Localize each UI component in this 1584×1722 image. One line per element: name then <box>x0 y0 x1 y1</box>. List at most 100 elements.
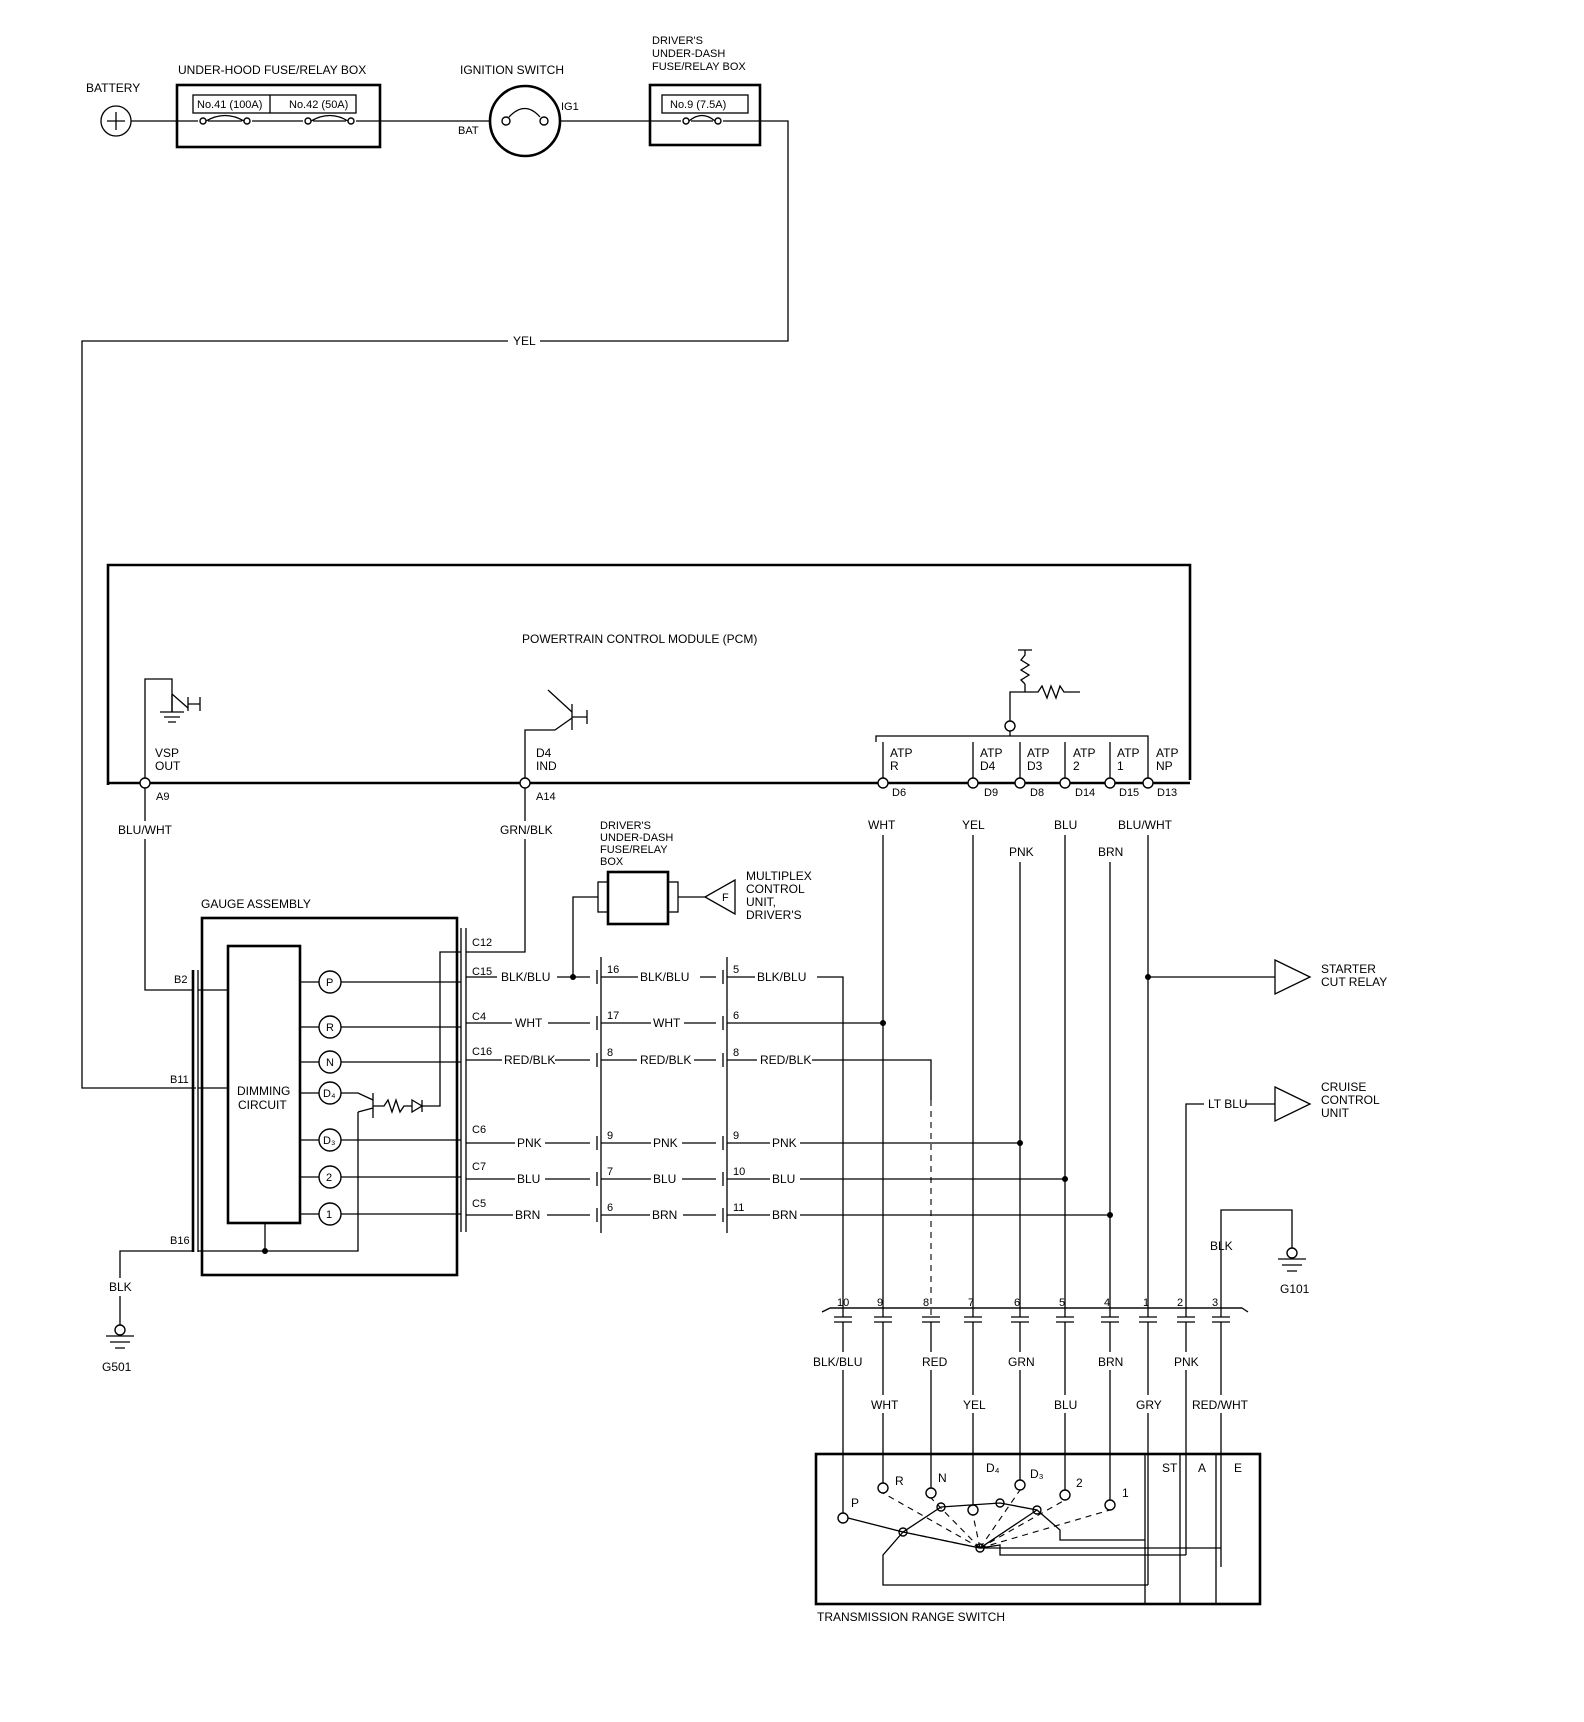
pin-d8-label: D8 <box>1030 787 1044 799</box>
gauge-assembly-label: GAUGE ASSEMBLY <box>201 897 311 911</box>
bus-row-0-left: BLK/BLU <box>501 970 550 984</box>
atp-1-label-1: ATP <box>1117 746 1139 760</box>
ignition-switch: IGNITION SWITCH BAT IG1 <box>458 63 579 158</box>
drivers-box-top-line3: FUSE/RELAY BOX <box>652 61 746 73</box>
pcm-atp-resistor-icon <box>1009 684 1080 722</box>
vsp-out-label-2: OUT <box>155 759 181 773</box>
ignition-switch-icon <box>508 107 541 118</box>
connector-pin-3: 3 <box>1212 1297 1218 1309</box>
wire-lt-blu: LT BLU <box>1208 1097 1248 1111</box>
trs-wire-brn: BRN <box>1098 1355 1123 1369</box>
ignition-switch-label: IGNITION SWITCH <box>460 63 564 77</box>
starter-cut-label-1: STARTER <box>1321 962 1376 976</box>
pcm-terminal-d9 <box>967 777 979 789</box>
transmission-range-switch: TRANSMISSION RANGE SWITCH ST A E P R N D… <box>814 1452 1262 1624</box>
trs-connector: 10 9 8 7 6 5 4 1 2 3 <box>821 1297 1249 1323</box>
yel-feed-wire-left <box>81 340 508 1089</box>
bus-row-0-pin2: 5 <box>733 964 739 976</box>
pin-d14-label: D14 <box>1075 787 1095 799</box>
trs-label-1: 1 <box>1122 1486 1129 1500</box>
wire-blk-g501: BLK <box>109 1280 132 1294</box>
bus-row-0-pin1: 16 <box>607 964 619 976</box>
fuse-9-icon <box>688 114 716 122</box>
cruise-control-connector-icon <box>1274 1085 1312 1123</box>
wire-blu-d14: BLU <box>1054 818 1077 832</box>
bus-row-4-pin2: 10 <box>733 1166 745 1178</box>
cruise-label-1: CRUISE <box>1321 1080 1366 1094</box>
bus-row: BLU 7 BLU 10 BLU <box>466 1166 1065 1186</box>
connector-pin-4: 4 <box>1104 1297 1110 1309</box>
indicator-p-label: P <box>326 977 333 989</box>
bus-row-5-pin2: 11 <box>733 1202 744 1214</box>
bus-row-3-right: PNK <box>772 1136 797 1150</box>
bus-row-2-pin2: 8 <box>733 1047 739 1059</box>
wire-wht-d6: WHT <box>868 818 896 832</box>
trs-contact-2 <box>1059 1489 1071 1501</box>
connector-pin-10: 10 <box>837 1297 849 1309</box>
trs-contact-n <box>925 1487 937 1499</box>
bus-row-5-mid: BRN <box>652 1208 677 1222</box>
trs-wire-blk-blu: BLK/BLU <box>813 1355 862 1369</box>
drivers-fuse-box-top: DRIVER'S UNDER-DASH FUSE/RELAY BOX No.9 … <box>648 35 762 147</box>
pin-b16-label: B16 <box>170 1235 190 1247</box>
connector-pin-8: 8 <box>923 1297 929 1309</box>
bus-row-1-mid: WHT <box>653 1016 681 1030</box>
bus-row-0-right: BLK/BLU <box>757 970 806 984</box>
wire-blu-wht-d13: BLU/WHT <box>1118 818 1173 832</box>
d4-ind-label-1: D4 <box>536 746 552 760</box>
bus-row-3-left: PNK <box>517 1136 542 1150</box>
trs-a-label: A <box>1198 1461 1206 1475</box>
pin-c12-label: C12 <box>472 937 492 949</box>
atp-np-label-1: ATP <box>1156 746 1178 760</box>
fuse-9-label: No.9 (7.5A) <box>670 99 726 111</box>
pcm-module: POWERTRAIN CONTROL MODULE (PCM) <box>106 563 1192 785</box>
pcm-terminal-d8 <box>1014 777 1026 789</box>
bus-row: BRN 6 BRN 11 BRN <box>466 1202 1110 1222</box>
connector-pin-6: 6 <box>1014 1297 1020 1309</box>
trs-wire-wht: WHT <box>871 1398 899 1412</box>
pin-b2-label: B2 <box>174 974 187 986</box>
wire-blu-wht-a9: BLU/WHT <box>118 823 173 837</box>
trs-contact-p <box>837 1512 849 1524</box>
cruise-label-2: CONTROL <box>1321 1093 1380 1107</box>
trs-e-label: E <box>1234 1461 1242 1475</box>
atp-r-label-2: R <box>890 759 899 773</box>
pcm-terminal-d13 <box>1142 777 1154 789</box>
trs-contact-d3 <box>1014 1479 1026 1491</box>
trs-contact-r <box>877 1482 889 1494</box>
bus-row-5-right: BRN <box>772 1208 797 1222</box>
g101-label: G101 <box>1280 1282 1310 1296</box>
indicator-2-label: 2 <box>326 1172 332 1184</box>
cruise-label-3: UNIT <box>1321 1106 1350 1120</box>
drivers-box-top-line1: DRIVER'S <box>652 35 703 47</box>
wire-d4ind-to-c12 <box>466 788 526 953</box>
multiplex-pin-label: F <box>722 892 729 904</box>
bus-row-2-mid: RED/BLK <box>640 1053 691 1067</box>
pin-a9-label: A9 <box>156 791 169 803</box>
trs-wire-pnk: PNK <box>1174 1355 1199 1369</box>
bus-row-4-left: BLU <box>517 1172 540 1186</box>
drivers-box-mid-line2: UNDER-DASH <box>600 832 673 844</box>
pcm-terminal-a14 <box>519 777 531 789</box>
wire-pnk-d8: PNK <box>1009 845 1034 859</box>
yel-feed-wire <box>540 120 789 342</box>
pin-c4-label: C4 <box>472 1011 486 1023</box>
indicator-d3-label: D₃ <box>323 1135 335 1147</box>
multiplex-label-2: CONTROL <box>746 882 805 896</box>
pin-d6-label: D6 <box>892 787 906 799</box>
trs-wire-red-wht: RED/WHT <box>1192 1398 1249 1412</box>
wire-b16-ground <box>119 1250 193 1325</box>
multiplex-control-unit: F MULTIPLEX CONTROL UNIT, DRIVER'S <box>703 869 812 922</box>
atp-d4-label-1: ATP <box>980 746 1002 760</box>
wire-yel-d9: YEL <box>962 818 985 832</box>
fuse-42-icon <box>310 114 349 122</box>
bus-row-2-pin1: 8 <box>607 1047 613 1059</box>
bus-row-4-pin1: 7 <box>607 1166 613 1178</box>
bus-row-4-right: BLU <box>772 1172 795 1186</box>
battery-label: BATTERY <box>86 81 140 95</box>
pcm-vsp-ground-icon <box>160 711 184 723</box>
bus-row-3-pin1: 9 <box>607 1130 613 1142</box>
bus-row-3-pin2: 9 <box>733 1130 739 1142</box>
gauge-assembly: GAUGE ASSEMBLY DIMMING CIRCUIT B2 B11 B1… <box>170 897 492 1277</box>
bus-row: WHT 17 WHT 6 <box>466 1010 883 1030</box>
